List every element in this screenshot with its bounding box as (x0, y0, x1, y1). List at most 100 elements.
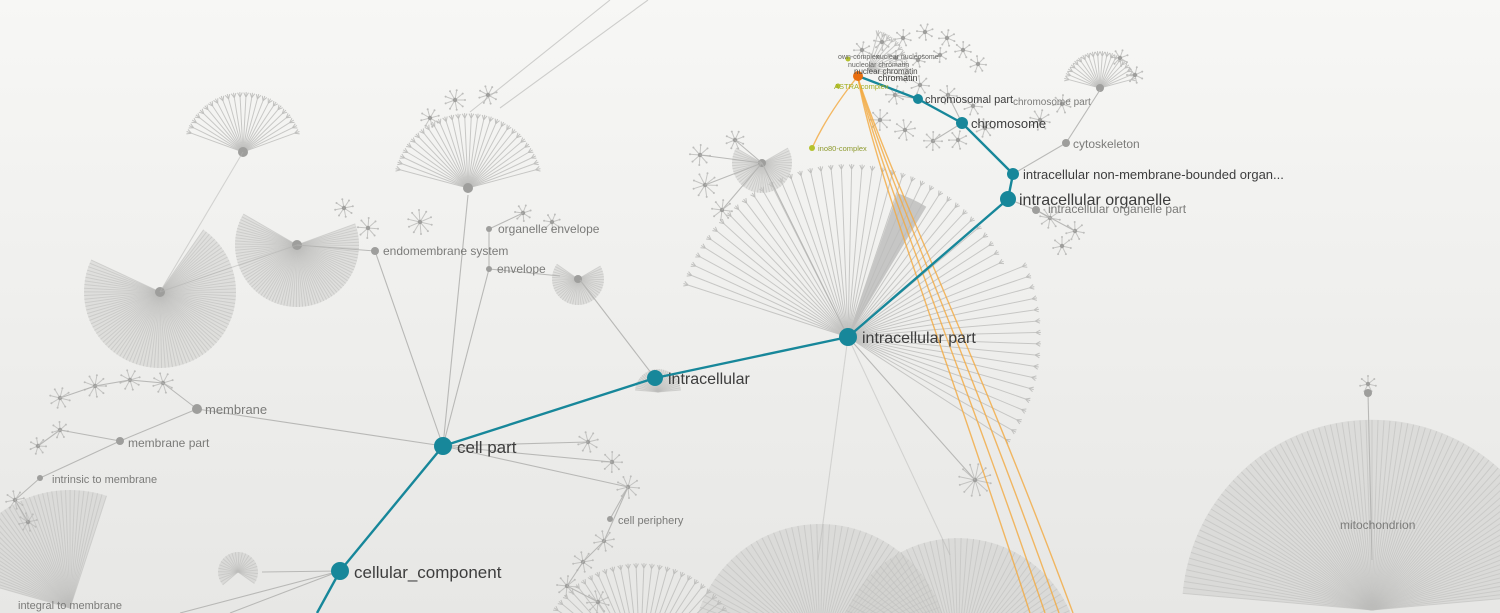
leaf-burst (407, 209, 433, 235)
path-term-node-intracellular-part[interactable] (839, 328, 857, 346)
path-term-node-cell-part[interactable] (434, 437, 452, 455)
term-node-gray[interactable] (1062, 139, 1070, 147)
fan-cluster (186, 92, 300, 157)
graph-edge (14, 499, 29, 523)
matched-term-node[interactable] (809, 145, 815, 151)
cluster-node[interactable] (574, 275, 582, 283)
leaf-burst (572, 551, 594, 573)
path-term-node-cellular-component[interactable] (331, 562, 349, 580)
matched-term-node[interactable] (835, 83, 841, 89)
fan-cluster (1064, 51, 1136, 92)
tiny-term-label[interactable]: ino80-complex (818, 144, 867, 153)
cluster-node[interactable] (463, 183, 473, 193)
fan-cluster (217, 551, 259, 586)
term-label[interactable]: chromosome part (1013, 97, 1091, 108)
path-term-label-chromosomal-part[interactable]: chromosomal part (925, 94, 1013, 106)
graph-edge (566, 561, 584, 587)
fan-cluster (683, 163, 1005, 338)
leaf-burst (853, 41, 871, 59)
graph-edge (442, 445, 613, 463)
term-label[interactable]: organelle envelope (498, 222, 600, 236)
term-label[interactable]: membrane (205, 402, 267, 417)
term-label[interactable]: cytoskeleton (1073, 137, 1140, 151)
path-term-node-chromosome[interactable] (956, 117, 968, 129)
focus-term-node-chromatin[interactable] (853, 71, 863, 81)
term-node-gray[interactable] (607, 516, 613, 522)
graph-edge (179, 570, 341, 613)
tiny-term-label[interactable]: nucleolar chromatin (848, 62, 909, 69)
leaf-burst (969, 55, 987, 73)
path-term-label-intracellular-nmb-organelle[interactable]: intracellular non-membrane-bounded organ… (1023, 167, 1284, 182)
path-term-label-intracellular-part[interactable]: intracellular part (862, 330, 976, 347)
term-node-gray[interactable] (1364, 389, 1372, 397)
graph-edge (1367, 392, 1373, 561)
highlight-edge-orange (857, 77, 1046, 613)
term-node-gray[interactable] (371, 247, 379, 255)
leaf-burst (334, 198, 354, 218)
term-label[interactable]: envelope (497, 262, 546, 276)
term-node-gray[interactable] (37, 475, 43, 481)
term-node-gray[interactable] (486, 226, 492, 232)
layer-labels: cellular_component cell part intracellular… (18, 54, 1415, 612)
tiny-term-label[interactable]: nuclear chromatin (854, 67, 918, 76)
graph-edge (119, 408, 198, 442)
graph-edge (261, 570, 341, 573)
tiny-term-label[interactable]: chromatin (878, 73, 918, 83)
term-node-gray[interactable] (1032, 206, 1040, 214)
path-term-label-chromosome[interactable]: chromosome (971, 116, 1046, 131)
graph-edge (94, 379, 131, 387)
path-term-node-intracellular-organelle[interactable] (1000, 191, 1016, 207)
graph-edge (1035, 209, 1076, 232)
tiny-term-label[interactable]: nuclear nucleosome (876, 54, 939, 61)
leaf-burst (910, 75, 930, 95)
layer-nodes (37, 56, 1372, 580)
leaf-burst (420, 108, 440, 128)
term-node-gray[interactable] (116, 437, 124, 445)
term-label[interactable]: intracellular organelle part (1048, 202, 1187, 216)
graph-edge (129, 379, 164, 384)
graph-edge (442, 194, 469, 447)
path-term-label-cellular-component[interactable]: cellular_component (354, 563, 502, 582)
term-label[interactable]: integral to membrane (18, 600, 122, 612)
graph-edge (847, 336, 976, 481)
leaf-burst (963, 96, 983, 116)
highlight-edge-orange (857, 77, 1074, 613)
tiny-term-label[interactable]: ASTRA complex (834, 82, 889, 91)
path-term-label-intracellular[interactable]: intracellular (668, 371, 750, 388)
tiny-term-label[interactable]: own-complex (838, 54, 880, 61)
graph-edge (469, 0, 611, 113)
path-term-label-intracellular-organelle[interactable]: intracellular organelle (1019, 192, 1171, 209)
graph-edge (1065, 89, 1101, 144)
highlight-edge-orange (857, 77, 1060, 613)
cluster-node[interactable] (1096, 84, 1104, 92)
leaf-burst (49, 387, 71, 409)
graph-edge (603, 486, 629, 542)
graph-edge (159, 151, 244, 293)
term-label[interactable]: endomembrane system (383, 244, 508, 258)
graph-edge (229, 570, 341, 613)
layer-orange-edges (812, 75, 1074, 613)
term-node-gray[interactable] (486, 266, 492, 272)
term-label[interactable]: mitochondrion (1340, 518, 1415, 532)
graph-edge (159, 244, 298, 293)
path-term-node-intracellular-nmb-organelle[interactable] (1007, 168, 1019, 180)
path-term-node-intracellular[interactable] (647, 370, 663, 386)
matched-term-node[interactable] (845, 56, 851, 62)
leaf-burst (975, 118, 995, 138)
leaf-burst (894, 29, 912, 47)
fan-cluster (553, 563, 727, 613)
graph-edge (566, 585, 599, 603)
term-label[interactable]: intrinsic to membrane (52, 474, 157, 486)
graph-edge (39, 440, 121, 479)
term-label[interactable]: membrane part (128, 436, 210, 450)
path-term-label-cell-part[interactable]: cell part (457, 438, 517, 457)
graph-edge (37, 429, 61, 447)
term-node-gray[interactable] (192, 404, 202, 414)
graph-edge (296, 244, 376, 252)
term-label[interactable]: cell periphery (618, 515, 684, 527)
leaf-burst (586, 590, 610, 613)
path-term-node-chromosomal-part[interactable] (913, 94, 923, 104)
